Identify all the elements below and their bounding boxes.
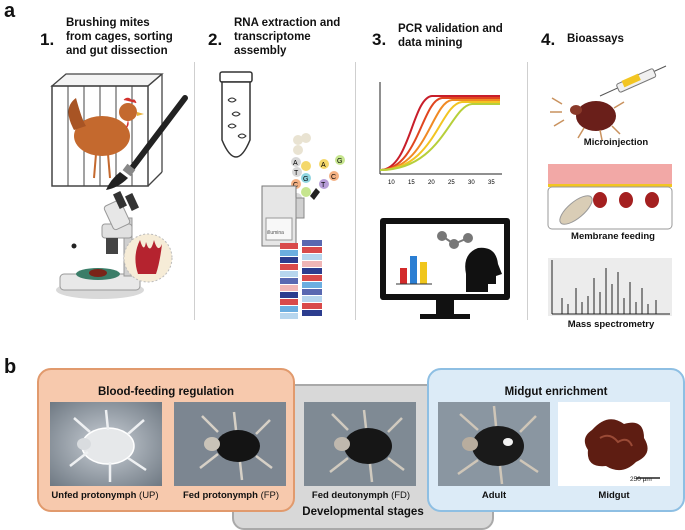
photo-fed-deutonymph (304, 402, 416, 486)
step-2-illustration: A T G C A G C T illumina (219, 71, 345, 319)
step-3-illustration: 10 15 20 25 30 35 (379, 82, 510, 319)
sequencer-icon: illumina (261, 185, 305, 247)
monitor-data-mining-icon (380, 218, 510, 319)
pcr-tick-5: 35 (488, 180, 495, 186)
dna-letter-4: A (321, 162, 326, 169)
midgut-enrichment-title: Midgut enrichment (504, 386, 608, 398)
dna-letter-2: G (303, 176, 308, 183)
cage-icon (50, 73, 164, 187)
pcr-tick-1: 15 (408, 180, 415, 186)
pcr-tick-4: 30 (468, 180, 475, 186)
label-fed-protonymph: Fed protonymph (FP) (166, 490, 296, 501)
mite-name-unfed-protonymph: Unfed protonymph (51, 490, 137, 501)
step-4-illustration (547, 65, 673, 230)
membrane-feeding-caption: Membrane feeding (571, 231, 655, 242)
step-4-number: 4. (541, 30, 556, 49)
label-adult: Adult (481, 490, 507, 501)
microscope-icon (56, 191, 144, 299)
pcr-tick-2: 20 (428, 180, 435, 186)
mite-name-fed-protonymph: Fed protonymph (182, 490, 258, 501)
tube-icon (219, 71, 253, 158)
mite-name-fed-deutonymph: Fed deutonymph (311, 490, 389, 501)
step-1-illustration (50, 73, 188, 299)
mite-abbr-fd: (FD) (391, 490, 411, 501)
step-1-title: Brushing mites from cages, sorting and g… (66, 17, 173, 57)
divider-3 (527, 62, 528, 320)
pcr-tick-0: 10 (388, 180, 395, 186)
step-3-number: 3. (372, 30, 387, 49)
step-4-title: Bioassays (567, 33, 624, 45)
contig-bars-icon (280, 240, 322, 319)
photo-fed-protonymph (174, 402, 286, 486)
panel-letter-b: b (4, 356, 17, 378)
mass-spectrum-plot (548, 258, 672, 316)
step-2-title: RNA extraction and transcriptome assembl… (234, 17, 341, 57)
panel-letter-a: a (4, 0, 16, 22)
hen-icon (68, 97, 144, 179)
gut-dissection-icon (123, 233, 173, 283)
photo-unfed-protonymph (50, 402, 162, 486)
photo-midgut (558, 402, 670, 486)
label-fed-deutonymph: Fed deutonymph (FD) (298, 490, 424, 501)
syringe-icon (599, 65, 667, 97)
dna-strand-icon: A T G C A G C T (291, 133, 345, 203)
dna-letter-1: T (294, 170, 299, 177)
label-unfed-protonymph: Unfed protonymph (UP) (40, 490, 170, 501)
scale-bar-label: 250 µm (630, 476, 652, 483)
divider-1 (194, 62, 195, 320)
mass-spec-caption: Mass spectrometry (567, 319, 655, 330)
membrane-feeding-icon (547, 164, 673, 230)
sequencer-label: illumina (267, 230, 284, 236)
label-midgut: Midgut (598, 490, 630, 501)
step-1-number: 1. (40, 30, 55, 49)
microinjection-caption: Microinjection (583, 137, 649, 148)
photo-adult (438, 402, 550, 486)
developmental-stages-title: Developmental stages (302, 506, 424, 518)
dna-letter-5: G (337, 158, 342, 165)
mite-abbr-up: (UP) (139, 490, 159, 501)
brush-icon (106, 95, 188, 190)
pcr-amplification-curves: 10 15 20 25 30 35 (379, 82, 502, 186)
mite-abbr-fp: (FP) (260, 490, 280, 501)
pcr-tick-3: 25 (448, 180, 455, 186)
mite-injection-icon (550, 97, 625, 141)
dna-letter-6: C (331, 174, 336, 181)
step-3-title: PCR validation and data mining (398, 23, 503, 49)
dna-letter-0: A (293, 160, 298, 167)
dna-letter-7: T (321, 182, 326, 189)
blood-feeding-title: Blood-feeding regulation (97, 386, 235, 398)
divider-2 (355, 62, 356, 320)
step-2-number: 2. (208, 30, 223, 49)
